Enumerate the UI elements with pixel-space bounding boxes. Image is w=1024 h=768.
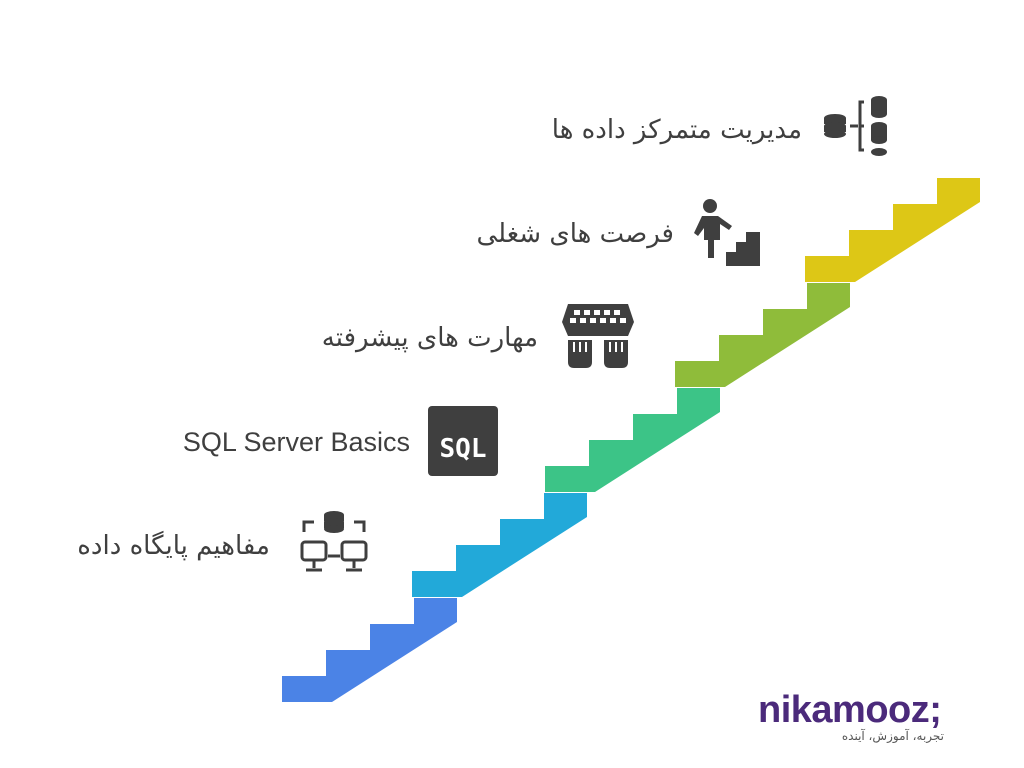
sql-badge-text: SQL bbox=[439, 434, 487, 464]
brand-name: nikamooz; bbox=[758, 689, 942, 731]
step-label-database-concepts: مفاهیم پایگاه داده bbox=[77, 531, 270, 561]
person-climbing-stairs-icon bbox=[694, 199, 760, 266]
step-label-centralized-data-management: مدیریت متمرکز داده ها bbox=[551, 115, 802, 145]
database-network-icon bbox=[300, 511, 368, 572]
stair-segment-3 bbox=[545, 388, 720, 492]
database-hierarchy-icon bbox=[824, 96, 887, 156]
step-label-advanced-skills: مهارت های پیشرفته bbox=[321, 323, 538, 353]
sql-badge-icon: SQL bbox=[428, 406, 498, 476]
step-label-sql-server-basics: SQL Server Basics bbox=[182, 427, 410, 457]
stair-segment-4 bbox=[412, 493, 587, 597]
stair-segment-2 bbox=[675, 283, 850, 387]
brand-logo: nikamooz; تجربه، آموزش، آینده bbox=[738, 688, 968, 748]
hands-typing-keyboard-icon bbox=[562, 304, 634, 368]
stair-segment-1 bbox=[805, 178, 980, 282]
brand-tagline: تجربه، آموزش، آینده bbox=[841, 729, 944, 743]
stair-segment-5 bbox=[282, 598, 457, 702]
step-label-job-opportunities: فرصت های شغلی bbox=[476, 219, 674, 249]
